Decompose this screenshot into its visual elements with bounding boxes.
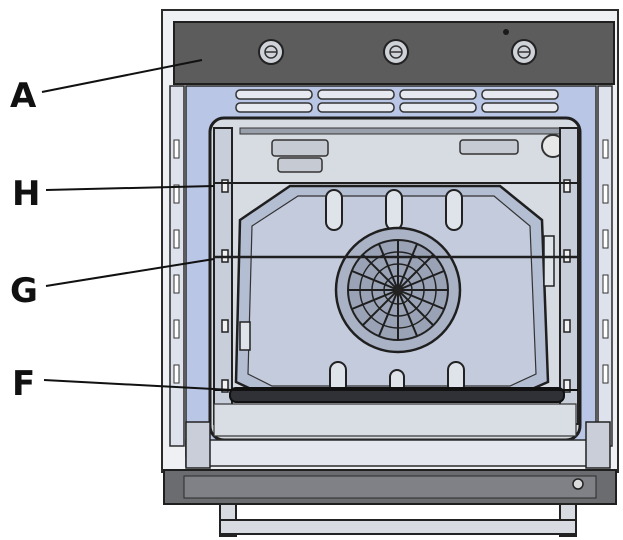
leader-line-a [41, 59, 203, 93]
callout-label-a: A [10, 76, 37, 116]
cavity-floor [213, 403, 577, 437]
leader-line-h [45, 185, 215, 191]
knob-left [258, 39, 284, 65]
door-latch [572, 478, 584, 490]
back-panel-vents-top [325, 189, 463, 231]
right-side-slots [602, 139, 609, 384]
door-handle [219, 503, 577, 537]
top-vents [235, 89, 559, 113]
right-panel-clip [543, 235, 555, 287]
callout-label-h: H [12, 174, 40, 214]
leader-line-g [45, 258, 215, 287]
knob-middle [383, 39, 409, 65]
top-heating-element [239, 127, 561, 135]
left-panel-clip [239, 321, 251, 351]
baking-tray [229, 387, 565, 403]
hinge-right [585, 421, 611, 469]
door-bottom-strip-inner [183, 475, 597, 499]
top-bracket-right [459, 139, 519, 155]
left-side-slots [173, 139, 180, 384]
knob-right [511, 39, 537, 65]
lower-frame [185, 439, 597, 467]
callout-label-g: G [10, 271, 38, 311]
hinge-left [185, 421, 211, 469]
convection-fan [334, 226, 462, 354]
top-bracket-left [271, 139, 329, 173]
callout-label-f: F [12, 364, 35, 404]
indicator-dot [503, 29, 509, 35]
leader-line-f [43, 379, 233, 391]
